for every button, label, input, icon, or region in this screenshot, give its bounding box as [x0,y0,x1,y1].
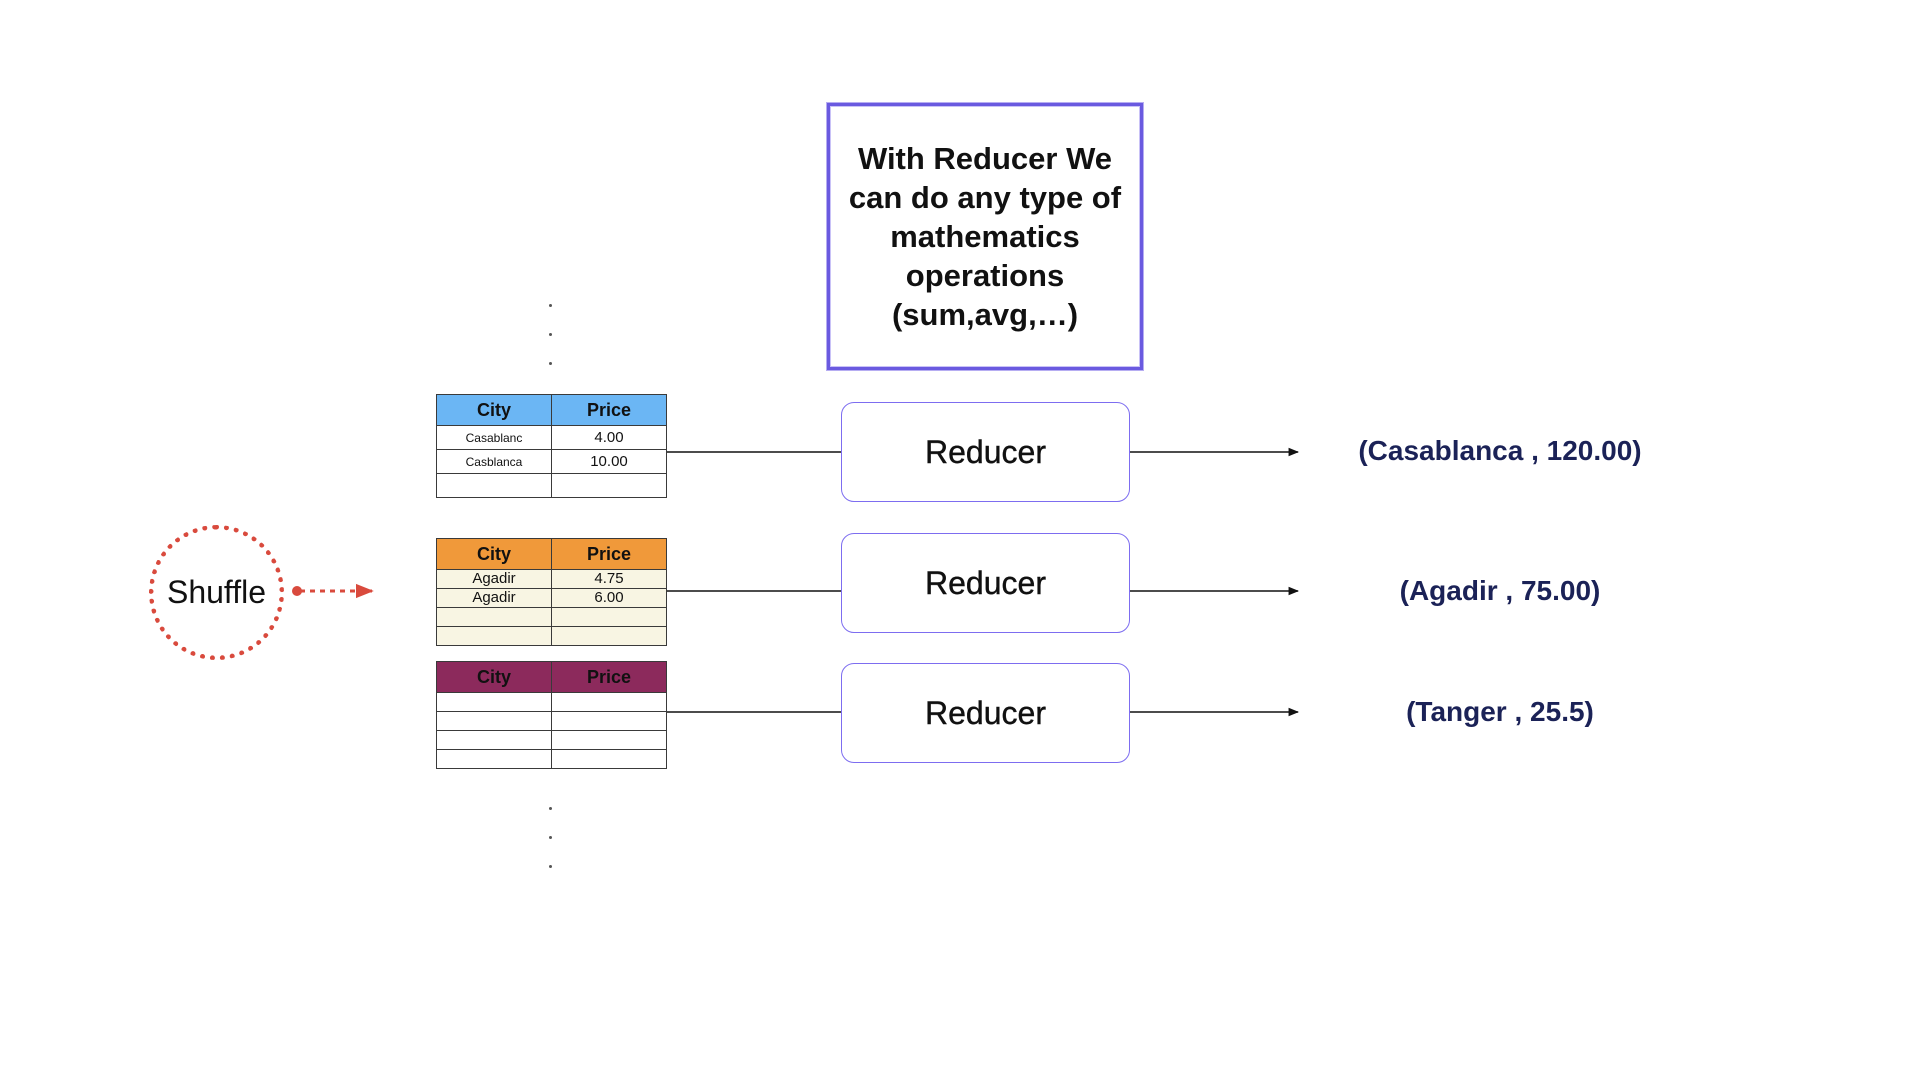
table-cell-empty [436,749,552,769]
table-cell-price: 4.00 [551,425,667,450]
dot [549,304,552,307]
mapper-output-table-agadir: City Price Agadir 4.75 Agadir 6.00 [436,538,667,646]
table-cell-city: Agadir [436,588,552,608]
table-cell-empty [436,730,552,750]
table-header-price: Price [551,538,667,570]
table-cell-empty [551,607,667,627]
table-cell-empty [551,749,667,769]
table-cell-city: Agadir [436,569,552,589]
table-cell-empty [436,473,552,498]
table-cell-empty [551,711,667,731]
mapper-output-table-casablanca: City Price Casablanc 4.00 Casblanca 10.0… [436,394,667,498]
dot [549,362,552,365]
dot [549,807,552,810]
reducer-result-1: (Casablanca , 120.00) [1358,435,1642,466]
dot [549,865,552,868]
table-cell-price: 10.00 [551,449,667,474]
reducer-box-1: Reducer [841,402,1130,502]
dot [549,836,552,839]
table-cell-empty [551,626,667,646]
table-header-price: Price [551,661,667,693]
table-cell-empty [436,607,552,627]
dot [549,333,552,336]
ellipsis-dots-top [549,304,553,391]
table-header-city: City [436,538,552,570]
table-header-city: City [436,661,552,693]
table-header-price: Price [551,394,667,426]
reducer-box-2: Reducer [841,533,1130,633]
table-cell-price: 4.75 [551,569,667,589]
table-cell-city: Casblanca [436,449,552,474]
table-cell-empty [436,626,552,646]
reducer-explanation-callout: With Reducer We can do any type of mathe… [827,103,1143,370]
table-cell-price: 6.00 [551,588,667,608]
shuffle-arrow-origin-dot [292,586,302,596]
table-cell-empty [436,711,552,731]
shuffle-node: Shuffle [149,525,284,660]
shuffle-label: Shuffle [166,574,267,610]
table-cell-empty [436,692,552,712]
reducer-result-3: (Tanger , 25.5) [1406,696,1594,727]
table-cell-empty [551,473,667,498]
reducer-result-2: (Agadir , 75.00) [1399,575,1601,606]
table-cell-empty [551,692,667,712]
table-cell-empty [551,730,667,750]
ellipsis-dots-bottom [549,807,553,894]
table-header-city: City [436,394,552,426]
table-cell-city: Casablanc [436,425,552,450]
reducer-box-3: Reducer [841,663,1130,763]
mapper-output-table-tanger: City Price [436,661,667,769]
